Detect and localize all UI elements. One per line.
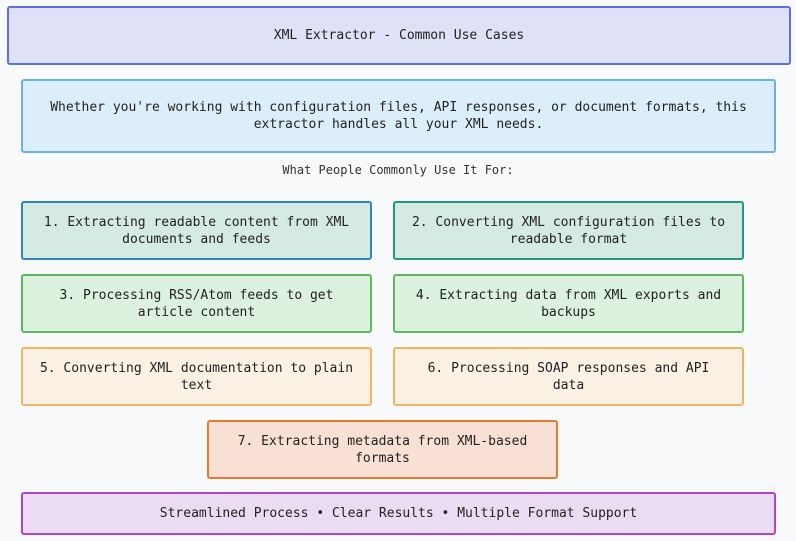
use-case-label: 5. Converting XML documentation to plain… xyxy=(39,360,354,393)
intro-text: Whether you're working with configuratio… xyxy=(50,100,747,132)
use-case-7: 7. Extracting metadata from XML-based fo… xyxy=(207,420,558,479)
use-case-label: 2. Converting XML configuration files to… xyxy=(411,214,726,247)
use-case-2: 2. Converting XML configuration files to… xyxy=(393,201,744,260)
use-case-label: 4. Extracting data from XML exports and … xyxy=(415,287,722,320)
footer-box: Streamlined Process • Clear Results • Mu… xyxy=(21,492,776,535)
use-case-6: 6. Processing SOAP responses and API dat… xyxy=(393,347,744,406)
use-case-1: 1. Extracting readable content from XML … xyxy=(21,201,372,260)
use-case-label: 3. Processing RSS/Atom feeds to get arti… xyxy=(59,287,334,320)
title-box: XML Extractor - Common Use Cases xyxy=(7,6,791,65)
use-case-label: 7. Extracting metadata from XML-based fo… xyxy=(237,433,528,466)
use-case-4: 4. Extracting data from XML exports and … xyxy=(393,274,744,333)
use-case-label: 1. Extracting readable content from XML … xyxy=(43,214,350,247)
intro-box: Whether you're working with configuratio… xyxy=(21,79,776,153)
section-subtitle: What People Commonly Use It For: xyxy=(282,163,514,177)
footer-text: Streamlined Process • Clear Results • Mu… xyxy=(159,506,638,521)
use-case-3: 3. Processing RSS/Atom feeds to get arti… xyxy=(21,274,372,333)
diagram-title: XML Extractor - Common Use Cases xyxy=(273,28,525,43)
use-case-label: 6. Processing SOAP responses and API dat… xyxy=(427,360,710,393)
use-case-5: 5. Converting XML documentation to plain… xyxy=(21,347,372,406)
